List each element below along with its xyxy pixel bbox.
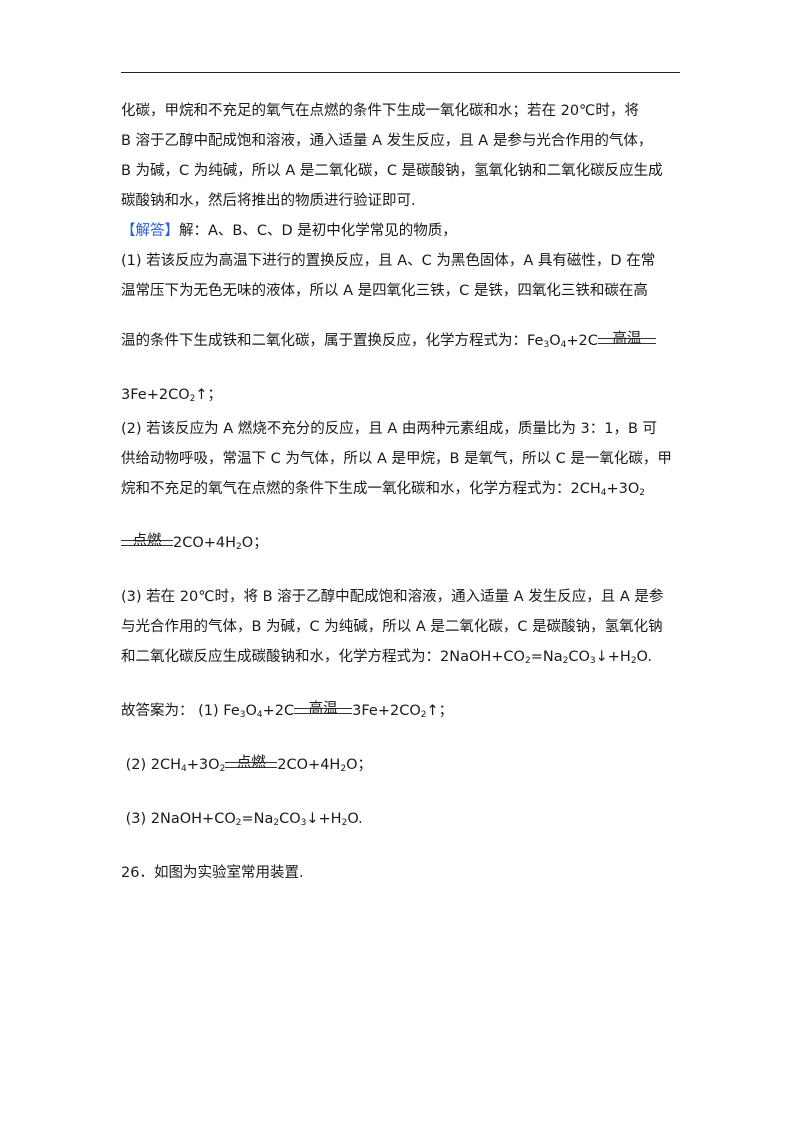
answer-tag: 【解答】 — [121, 223, 179, 239]
summary-condition-high-temp: 高温 — [294, 696, 353, 726]
part3-line-2: 与光合作用的气体，B 为碱，C 为纯碱，所以 A 是二氧化碳，C 是碳酸钠，氢氧… — [121, 619, 663, 635]
part1-line-1: (1) 若该反应为高温下进行的置换反应，且 A、C 为黑色固体，A 具有磁性，D… — [121, 253, 656, 269]
equation-2-left: 2CH4+3O2 — [570, 481, 646, 498]
part2-line-3: 烷和不充足的氧气在点燃的条件下生成一氧化碳和水，化学方程式为：2CH4+3O2 — [121, 481, 646, 498]
intro-line-1: 化碳，甲烷和不充足的氧气在点燃的条件下生成一氧化碳和水；若在 20℃时，将 — [121, 103, 639, 119]
part1-line-2: 温常压下为无色无味的液体，所以 A 是四氧化三铁，C 是铁，四氧化三铁和碳在高 — [121, 283, 648, 299]
header-rule — [121, 72, 680, 73]
equation-1-left: Fe3O4+2C — [527, 333, 598, 350]
part3-line-1: (3) 若在 20℃时，将 B 溶于乙醇中配成饱和溶液，通入适量 A 发生反应，… — [121, 589, 664, 605]
question-26: 26．如图为实验室常用装置. — [121, 865, 304, 881]
summary-condition-ignite: 点燃 — [225, 750, 278, 780]
answer-lead: 【解答】解：A、B、C、D 是初中化学常见的物质， — [121, 223, 457, 239]
document-body: 化碳，甲烷和不充足的氧气在点燃的条件下生成一氧化碳和水；若在 20℃时，将 B … — [121, 96, 681, 888]
reaction-condition-high-temp: 高温 — [597, 326, 656, 356]
reaction-condition-ignite: 点燃 — [121, 528, 173, 558]
intro-line-3: B 为碱，C 为纯碱，所以 A 是二氧化碳，C 是碳酸钠，氢氧化钠和二氧化碳反应… — [121, 163, 663, 179]
equation-1-right: 3Fe+2CO2↑； — [121, 387, 222, 404]
part2-line-1: (2) 若该反应为 A 燃烧不充分的反应，且 A 由两种元素组成，质量比为 3：… — [121, 421, 658, 437]
equation-3: 2NaOH+CO2=Na2CO3↓+H2O. — [440, 649, 652, 666]
summary-answer-3: (3) 2NaOH+CO2=Na2CO3↓+H2O. — [125, 811, 363, 828]
part3-line-3: 和二氧化碳反应生成碳酸钠和水，化学方程式为：2NaOH+CO2=Na2CO3↓+… — [121, 649, 652, 666]
intro-line-2: B 溶于乙醇中配成饱和溶液，通入适量 A 发生反应，且 A 是参与光合作用的气体… — [121, 133, 653, 149]
part2-line-2: 供给动物呼吸，常温下 C 为气体，所以 A 是甲烷，B 是氧气，所以 C 是一氧… — [121, 451, 672, 467]
intro-line-4: 碳酸钠和水，然后将推出的物质进行验证即可. — [121, 193, 416, 209]
